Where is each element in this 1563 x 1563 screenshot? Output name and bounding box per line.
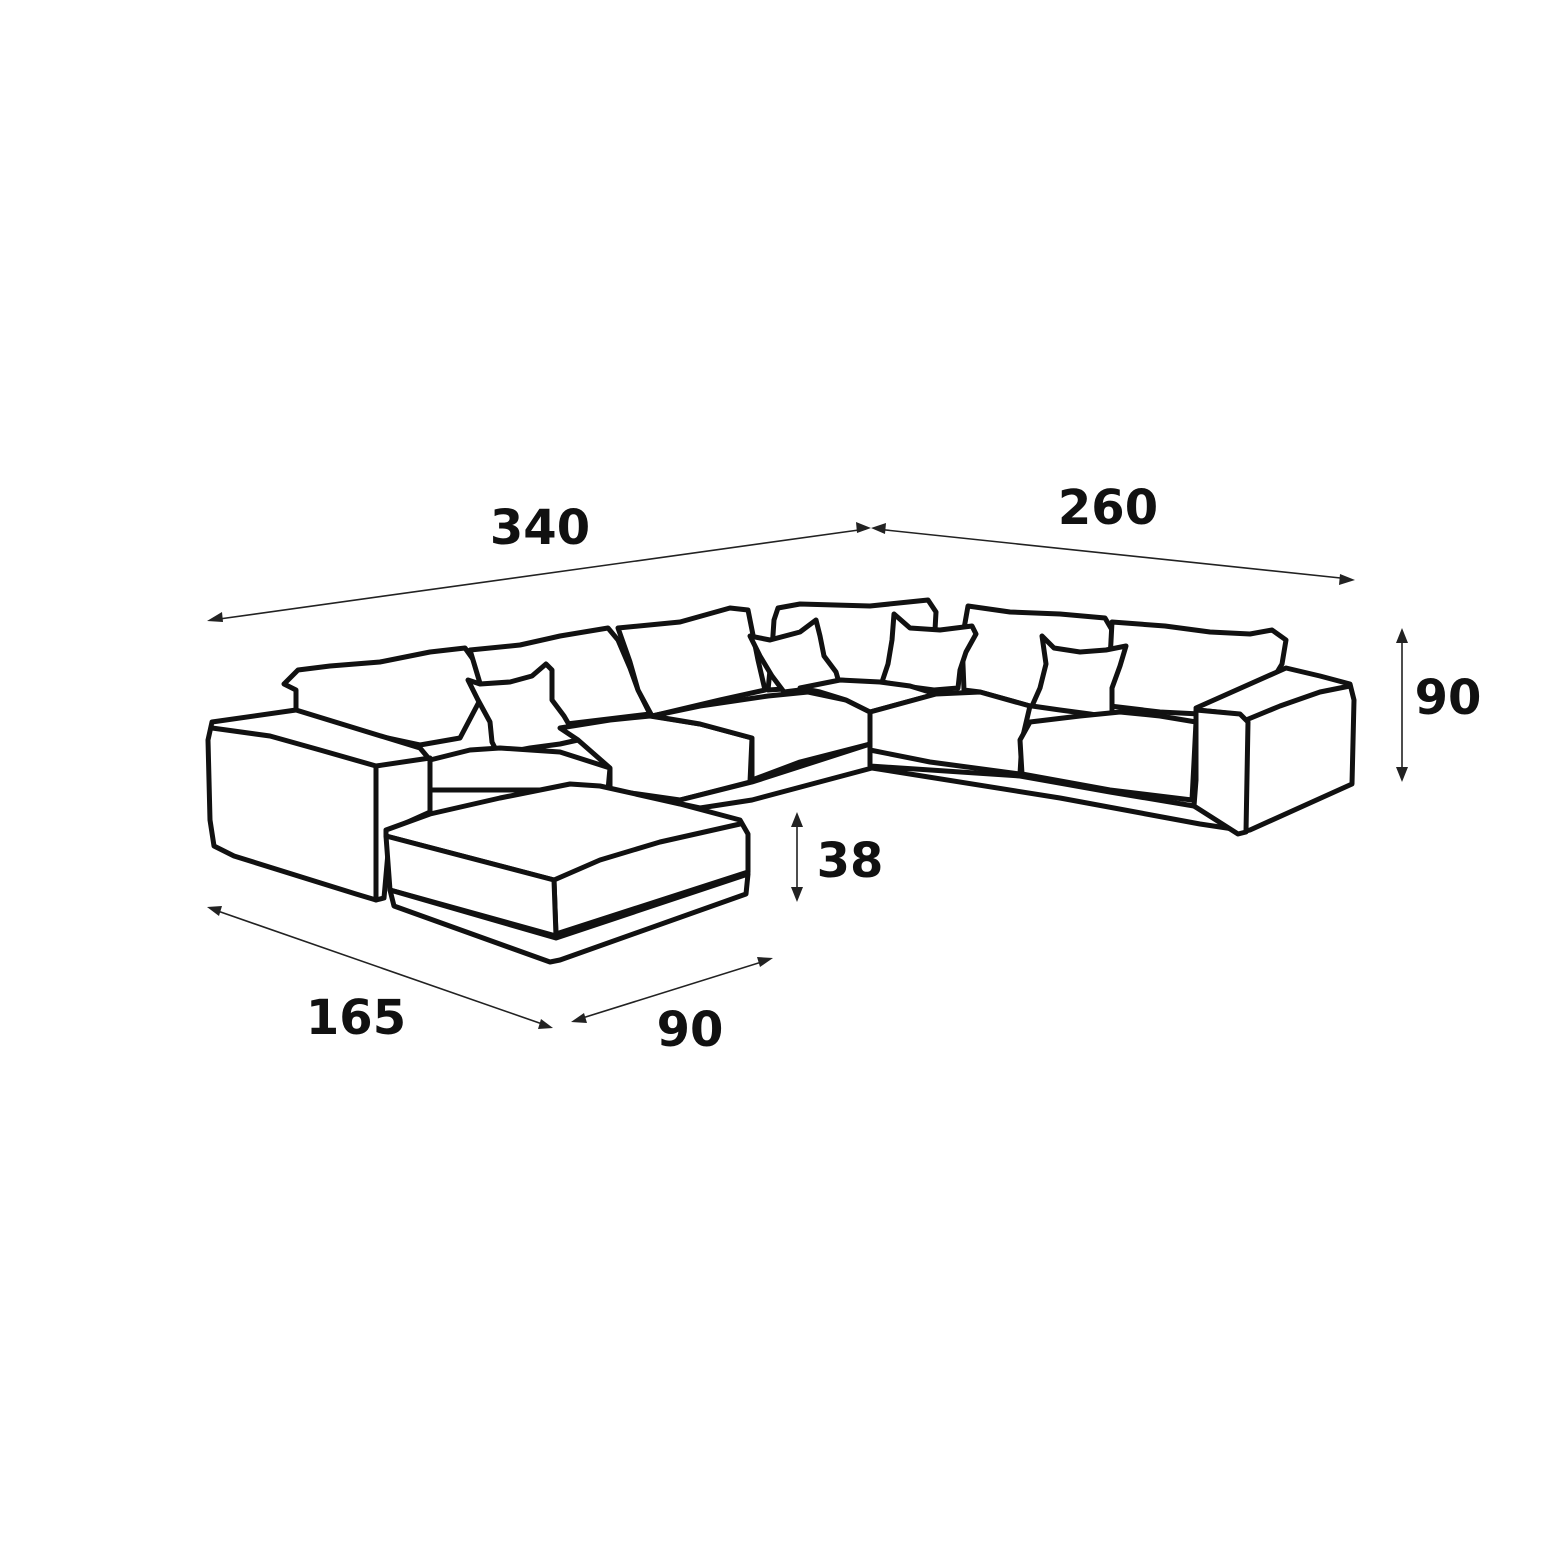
arrowhead-right-90-width — [757, 957, 773, 967]
dimension-line-260 — [875, 528, 1351, 580]
dimension-line-165 — [211, 908, 549, 1027]
arrowhead-left-165 — [207, 906, 222, 916]
chaise-top-curve — [551, 821, 743, 883]
dimension-line-90-width — [575, 959, 769, 1021]
scatter-cushion-4 — [1029, 633, 1129, 721]
arrowhead-right-260 — [1339, 574, 1355, 585]
seat-cushions — [427, 677, 1199, 803]
label-90-width: 90 — [657, 1002, 724, 1058]
arrowhead-top-38 — [791, 812, 803, 827]
label-38: 38 — [817, 833, 884, 889]
label-165: 165 — [306, 990, 406, 1046]
chaise-base — [387, 871, 751, 965]
dimension-38: 38 — [791, 812, 883, 902]
sectional-sofa — [205, 597, 1357, 965]
left-armrest-edge — [209, 725, 379, 769]
label-340: 340 — [490, 500, 590, 556]
label-90-height: 90 — [1415, 670, 1482, 726]
right-armrest-edge — [1243, 683, 1353, 723]
label-260: 260 — [1058, 480, 1158, 536]
right-armrest-front — [1191, 707, 1251, 837]
arrowhead-left-90-width — [571, 1013, 587, 1023]
back-cushion-3 — [615, 605, 768, 719]
arrowhead-right-165 — [538, 1019, 553, 1029]
dimension-90-width: 90 — [571, 957, 773, 1058]
seat-cushion-1 — [427, 745, 613, 793]
arrowhead-left-340 — [207, 612, 223, 622]
dimension-340: 340 — [207, 500, 871, 622]
dimension-line-340 — [211, 528, 867, 621]
scatter-cushion-3 — [879, 611, 979, 693]
seat-cushion-5 — [867, 689, 1033, 777]
arrowhead-bottom-38 — [791, 887, 803, 902]
dimension-90-height: 90 — [1396, 628, 1481, 782]
arrowhead-top-90-height — [1396, 628, 1408, 643]
arrowhead-left-260 — [871, 523, 886, 534]
arrowhead-right-340 — [856, 522, 871, 533]
dimension-165: 165 — [207, 906, 553, 1046]
scatter-cushions — [465, 611, 1129, 757]
dimension-260: 260 — [871, 480, 1355, 585]
arrowhead-bottom-90-height — [1396, 767, 1408, 782]
